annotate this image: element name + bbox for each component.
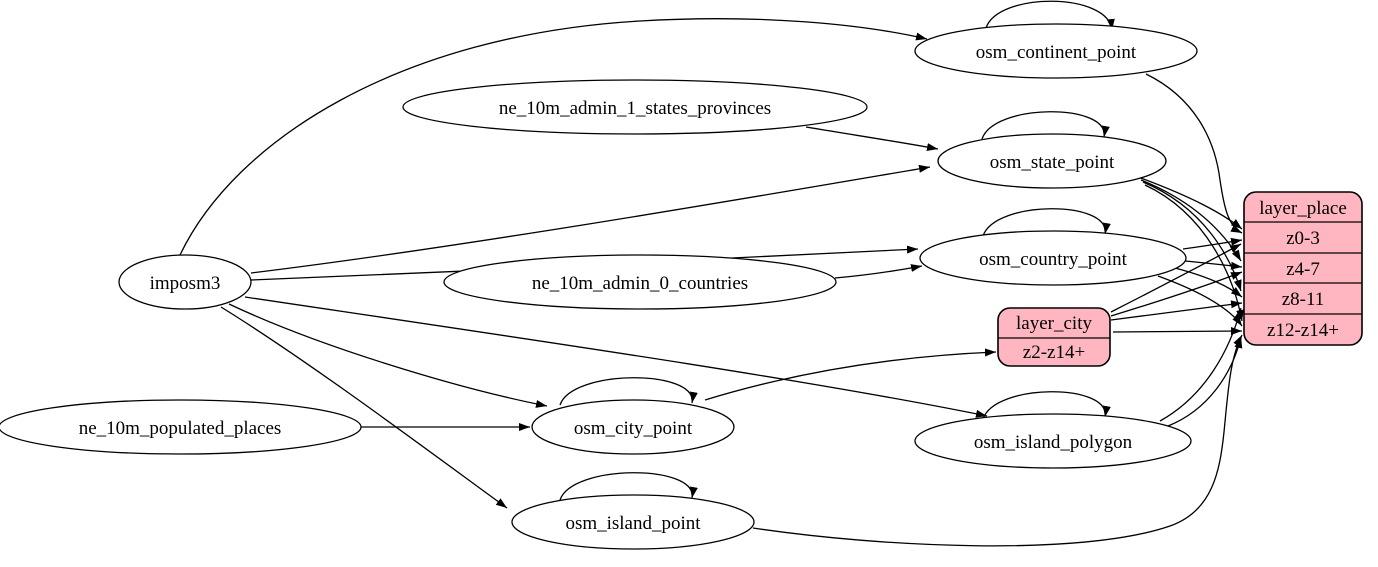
ne_10m_populated_places-label: ne_10m_populated_places [79,418,282,439]
edge-layer_city-to-layer_place-z8-11 [1110,300,1243,321]
edge-imposm3-to-osm_island_polygon [244,296,988,418]
osm_city_point-shape [531,399,735,455]
edge-layer_city-to-layer_place-z12-z14 [1112,327,1243,336]
node-osm_country_point: osm_country_point [919,230,1187,286]
osm_state_point-label: osm_state_point [990,152,1115,173]
edge-osm_island_polygon-to-layer_place-z12-z14 [1167,336,1243,427]
imposm3-shape [118,254,252,310]
ne_10m_populated_places-shape [0,399,362,455]
edges-group [179,0,1244,547]
node-ne_10m_admin_0_countries: ne_10m_admin_0_countries [443,254,837,310]
osm_island_polygon-label: osm_island_polygon [974,432,1133,453]
node-imposm3: imposm3 [118,254,252,310]
imposm3-label: imposm3 [150,273,221,294]
edge-imposm3-to-osm_city_point [228,303,548,408]
osm_island_polygon-shape [914,413,1192,469]
edge-layer_city-to-layer_place-z0-3 [1110,243,1242,313]
edge-imposm3-to-osm_state_point [250,164,931,274]
osm_country_point-shape [919,230,1187,286]
node-layer_city: layer_city z2-z14+ [997,307,1111,367]
selfloop-osm_country_point [982,208,1111,237]
ne_10m_admin_1_states_provinces-shape [402,79,868,135]
layer_place-row-z4-7: z4-7 [1286,259,1320,280]
edge-osm_city_point-to-layer_city-z2-z14 [704,348,997,401]
edge-imposm3-to-osm_continent_point [179,18,928,256]
osm_city_point-label: osm_city_point [574,418,693,439]
layer_place-row-z0-3: z0-3 [1286,228,1320,249]
edge-layer_city-to-layer_place-z4-7 [1110,271,1243,317]
node-osm_island_point: osm_island_point [511,494,755,550]
edge-osm_island_polygon-to-layer_place-z8-11 [1159,307,1243,422]
ne_10m_admin_0_countries-shape [443,254,837,310]
osm_island_point-label: osm_island_point [565,513,701,534]
edge-osm_island_point-to-layer_place-z12-z14 [752,334,1243,547]
selfloop-osm_city_point [559,377,698,406]
osm_continent_point-shape [914,23,1198,79]
edge-osm_country_point-to-layer_place-z12-z14 [1157,275,1243,327]
osm_continent_point-label: osm_continent_point [976,42,1137,63]
edge-imposm3-to-osm_island_point [220,306,508,509]
node-osm_island_polygon: osm_island_polygon [914,413,1192,469]
edge-ne_10m_admin_1_states_provinces-to-osm_state_point [805,126,939,151]
osm_island_point-shape [511,494,755,550]
selfloop-osm_island_point [559,472,698,501]
edge-osm_country_point-to-layer_place-z0-3 [1182,237,1243,250]
ne_10m_admin_1_states_provinces-label: ne_10m_admin_1_states_provinces [499,98,771,119]
selfloop-osm_state_point [981,111,1110,140]
layer_place-row-z8-11: z8-11 [1282,289,1325,310]
layer_city-title: layer_city [1016,313,1092,334]
node-layer_place: layer_place z0-3 z4-7 z8-11 z12-z14+ [1243,191,1363,346]
edge-osm_state_point-to-layer_place-z0-3 [1137,176,1243,230]
layer_place-title: layer_place [1259,198,1347,219]
node-osm_city_point: osm_city_point [531,399,735,455]
node-osm_state_point: osm_state_point [937,133,1167,189]
selfloop-osm_island_polygon [982,391,1111,420]
node-osm_continent_point: osm_continent_point [914,23,1198,79]
osm_country_point-label: osm_country_point [979,249,1127,270]
edge-osm_country_point-to-layer_place-z4-7 [1184,260,1243,270]
node-ne_10m_admin_1_states_provinces: ne_10m_admin_1_states_provinces [402,79,868,135]
layer_place-shape [1243,191,1363,346]
edge-ne_10m_admin_0_countries-to-osm_country_point [834,264,923,279]
osm_state_point-shape [937,133,1167,189]
layer_city-row-z2-z14: z2-z14+ [1023,342,1085,363]
layer_city-shape [997,307,1111,367]
node-ne_10m_populated_places: ne_10m_populated_places [0,399,362,455]
ne_10m_admin_0_countries-label: ne_10m_admin_0_countries [532,273,748,294]
layer_place-row-z12-z14: z12-z14+ [1267,320,1339,341]
selfloop-osm_continent_point [985,0,1115,31]
